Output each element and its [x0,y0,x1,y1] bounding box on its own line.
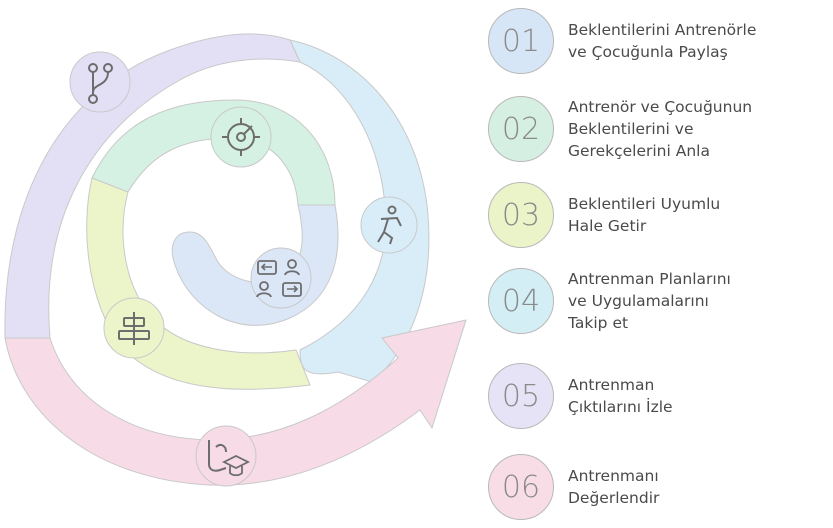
step-label: Antrenmanı Değerlendir [568,467,660,507]
step-number: 01 [501,23,541,59]
target-icon [210,106,272,168]
step-03: 03 Beklentileri Uyumlu Hale Getir [488,180,833,250]
step-label: Antrenman Çıktılarını İzle [568,376,673,416]
step-badge: 04 [488,268,554,334]
align-icon [103,297,165,359]
step-label: Antrenman Planlarını ve Uygulamalarını T… [568,270,731,332]
step-number: 05 [501,378,541,414]
step-06: 06 Antrenmanı Değerlendir [488,452,833,522]
graduation-icon [195,425,257,487]
inner-ring-green-segment [91,99,336,206]
step-02: 02 Antrenör ve Çocuğunun Beklentilerini … [488,94,833,164]
step-number: 03 [501,197,541,233]
step-badge: 01 [488,8,554,74]
spiral-diagram [4,33,467,487]
step-05: 05 Antrenman Çıktılarını İzle [488,361,833,431]
step-number: 04 [501,283,541,319]
step-badge: 06 [488,454,554,520]
runner-icon [360,196,418,254]
step-badge: 02 [488,96,554,162]
outer-ring-pink-segment [4,319,467,486]
step-number: 02 [501,111,541,147]
exchange-icon [250,247,312,309]
step-badge: 05 [488,363,554,429]
step-04: 04 Antrenman Planlarını ve Uygulamaların… [488,266,833,336]
steps-list: 01 Beklentilerini Antrenörle ve Çocuğunl… [488,0,833,528]
step-badge: 03 [488,182,554,248]
step-label: Beklentilerini Antrenörle ve Çocuğunla P… [568,21,757,61]
step-label: Beklentileri Uyumlu Hale Getir [568,195,721,235]
branch-icon [69,51,131,113]
step-label: Antrenör ve Çocuğunun Beklentilerini ve … [568,98,753,160]
step-number: 06 [501,469,541,505]
step-01: 01 Beklentilerini Antrenörle ve Çocuğunl… [488,6,833,76]
outer-ring-blue-segment [289,39,430,383]
